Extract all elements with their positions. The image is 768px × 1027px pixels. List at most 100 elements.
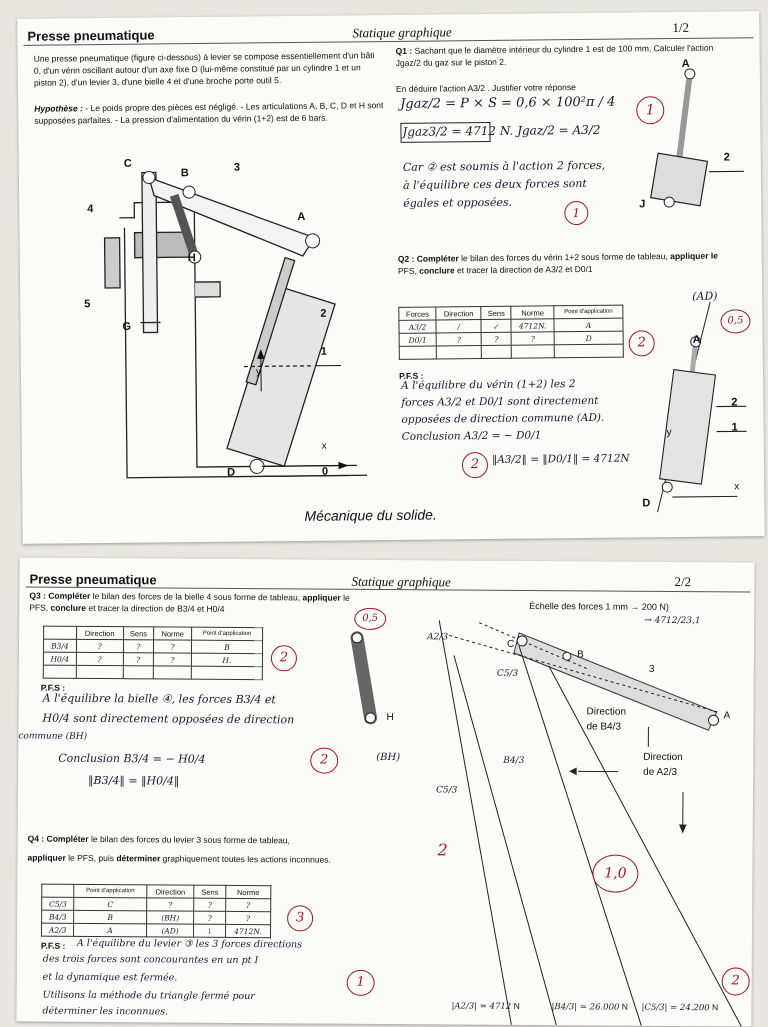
result-a23-value: |A2/3| = 4712 xyxy=(451,1001,511,1011)
pfs4-answer-5: déterminer les inconnues. xyxy=(42,1006,168,1018)
point-g-label: G xyxy=(122,321,131,333)
table-cell: ? xyxy=(225,911,270,924)
worksheet-page-1: Presse pneumatique Statique graphique 1/… xyxy=(17,11,764,544)
table-cell: ? xyxy=(194,911,226,924)
top-cyl-j-label: J xyxy=(639,198,645,210)
table-header: Sens xyxy=(481,306,511,319)
axis-y-label: y xyxy=(256,366,261,377)
lever-a-label: A xyxy=(724,710,731,721)
table-cell: ↓ xyxy=(194,924,226,937)
top-cyl-2-label: 2 xyxy=(724,151,730,163)
q2-text-1: le bilan des forces du vérin 1+2 sous fo… xyxy=(461,251,668,263)
vec-b43-label: B4/3 xyxy=(503,756,524,766)
q3-side-score: 0,5 xyxy=(354,608,386,630)
pfs-answer-5: ‖A3/2‖ = ‖D0/1‖ = 4712N xyxy=(492,453,630,466)
table-header: Sens xyxy=(194,885,226,898)
vec-c53b-label: C5/3 xyxy=(436,785,457,795)
table-header: Sens xyxy=(123,627,154,640)
hypothesis-text: - Le poids propre des pièces est négligé… xyxy=(34,100,383,126)
q1-answer-5: égales et opposées. xyxy=(403,196,512,210)
table-cell: B xyxy=(74,910,146,924)
table-cell: D0/1 xyxy=(399,333,436,346)
graph-score-circle: 2 xyxy=(722,967,750,995)
table-cell: C xyxy=(74,897,146,911)
q4-label: Q4 : xyxy=(28,834,45,844)
table-cell: ? xyxy=(76,652,123,665)
table-cell: ? xyxy=(146,898,194,911)
bh-direction-label: (BH) xyxy=(376,752,400,763)
table-header: Point d'application xyxy=(554,305,623,319)
table-cell: A3/2 xyxy=(399,320,436,333)
pfs3-answer-1: A l'équilibre la bielle ④, les forces B3… xyxy=(43,692,276,707)
q1-score-2: 1 xyxy=(564,201,588,225)
result-a23: |A2/3| = 4712 N xyxy=(451,1000,519,1011)
part-1-label: 1 xyxy=(321,346,327,358)
q3-text-2: le xyxy=(343,593,350,603)
intro-text: Une presse pneumatique (figure ci-dessou… xyxy=(34,49,384,89)
q3-bold-3: conclure xyxy=(51,603,87,613)
table-row: A2/3 A (AD) ↓ 4712N. xyxy=(41,923,270,938)
table-cell: (BH) xyxy=(146,911,194,924)
pfs3-answer-2: H0/4 sont directement opposées de direct… xyxy=(42,712,294,727)
bottom-cyl-y-label: y xyxy=(667,427,672,438)
top-cyl-a-label: A xyxy=(682,58,690,70)
table-header: Point d'application xyxy=(192,627,263,640)
pfs4-answer-3: et la dynamique est fermée. xyxy=(43,972,178,984)
table-cell: B xyxy=(191,640,262,653)
pfs3-answer-4: Conclusion B3/4 = − H0/4 xyxy=(58,752,205,766)
table-cell: 4712N. xyxy=(511,319,554,332)
table-cell: ↙ xyxy=(481,319,511,332)
pfs-answer-2: forces A3/2 et D0/1 sont directement xyxy=(401,394,651,409)
q2-label: Q2 : xyxy=(398,254,415,264)
q3-question: Q3 : Compléter le bilan des forces de la… xyxy=(29,590,379,616)
part-3-label: 3 xyxy=(234,162,240,174)
result-b43: |B4/3| = 26.000 N xyxy=(551,1001,628,1013)
point-d-label: D xyxy=(227,467,235,479)
bielle-h-label: H xyxy=(386,712,393,723)
part-5-label: 5 xyxy=(84,298,90,310)
table-cell: ? xyxy=(226,898,271,911)
pfs4-label: P.F.S : xyxy=(41,940,66,952)
part-2-label: 2 xyxy=(320,308,326,320)
q1-answer-4: à l'équilibre ces deux forces sont xyxy=(403,177,587,192)
table-cell: H. xyxy=(191,653,262,666)
q2-force-table: Forces Direction Sens Norme Point d'appl… xyxy=(398,305,624,360)
hypothesis: Hypothèse : - Le poids propre des pièces… xyxy=(34,99,384,127)
graph-score-2: 2 xyxy=(438,840,448,859)
table-cell: A xyxy=(74,923,146,937)
table-header: Direction xyxy=(436,307,481,320)
pfs3-answer-5: ‖B3/4‖ = ‖H0/4‖ xyxy=(88,774,179,788)
vec-c53-label: C5/3 xyxy=(497,669,518,679)
page-footer: Mécanique du solide. xyxy=(304,507,436,524)
bottom-cyl-a-label: A xyxy=(693,334,701,346)
page-number: 1/2 xyxy=(672,20,689,36)
pfs-answer-1: A l'équilibre du vérin (1+2) les 2 xyxy=(401,377,651,392)
q3-score: 2 xyxy=(271,645,297,671)
bottom-cyl-d-label: D xyxy=(642,497,650,509)
table-cell: A xyxy=(554,318,623,332)
pfs-score: 2 xyxy=(462,452,488,478)
q2-question: Q2 : Compléter le bilan des forces du vé… xyxy=(398,249,758,277)
result-b43-unit: N xyxy=(622,1002,628,1012)
q2-bold-2: appliquer le xyxy=(670,251,718,261)
table-header: Norme xyxy=(154,627,192,640)
table-cell: A2/3 xyxy=(41,923,73,936)
bottom-cyl-2-label: 2 xyxy=(731,396,737,408)
table-header: Norme xyxy=(226,885,271,898)
worksheet-page-2: Presse pneumatique Statique graphique 2/… xyxy=(16,557,754,1026)
dir-a-label-2: de A2/3 xyxy=(643,767,677,778)
table-header: Direction xyxy=(76,626,123,639)
table-cell: C5/3 xyxy=(42,897,74,910)
table-cell: D xyxy=(554,331,623,345)
table-cell: / xyxy=(436,320,481,333)
q4-bold-2: appliquer xyxy=(27,853,65,863)
pfs4-answer-2: des trois forces sont concourantes en un… xyxy=(43,954,259,967)
dir-b-label-2: de B4/3 xyxy=(586,721,621,732)
point-c-label: C xyxy=(124,158,132,170)
lever-3-label: 3 xyxy=(649,664,655,675)
q4-bold-3: déterminer xyxy=(116,853,160,863)
q4-text-2: le PFS, puis xyxy=(68,853,114,863)
table-header xyxy=(42,884,74,897)
table-header: Norme xyxy=(511,306,554,319)
pfs3-answer-3: commune (BH) xyxy=(18,731,87,741)
